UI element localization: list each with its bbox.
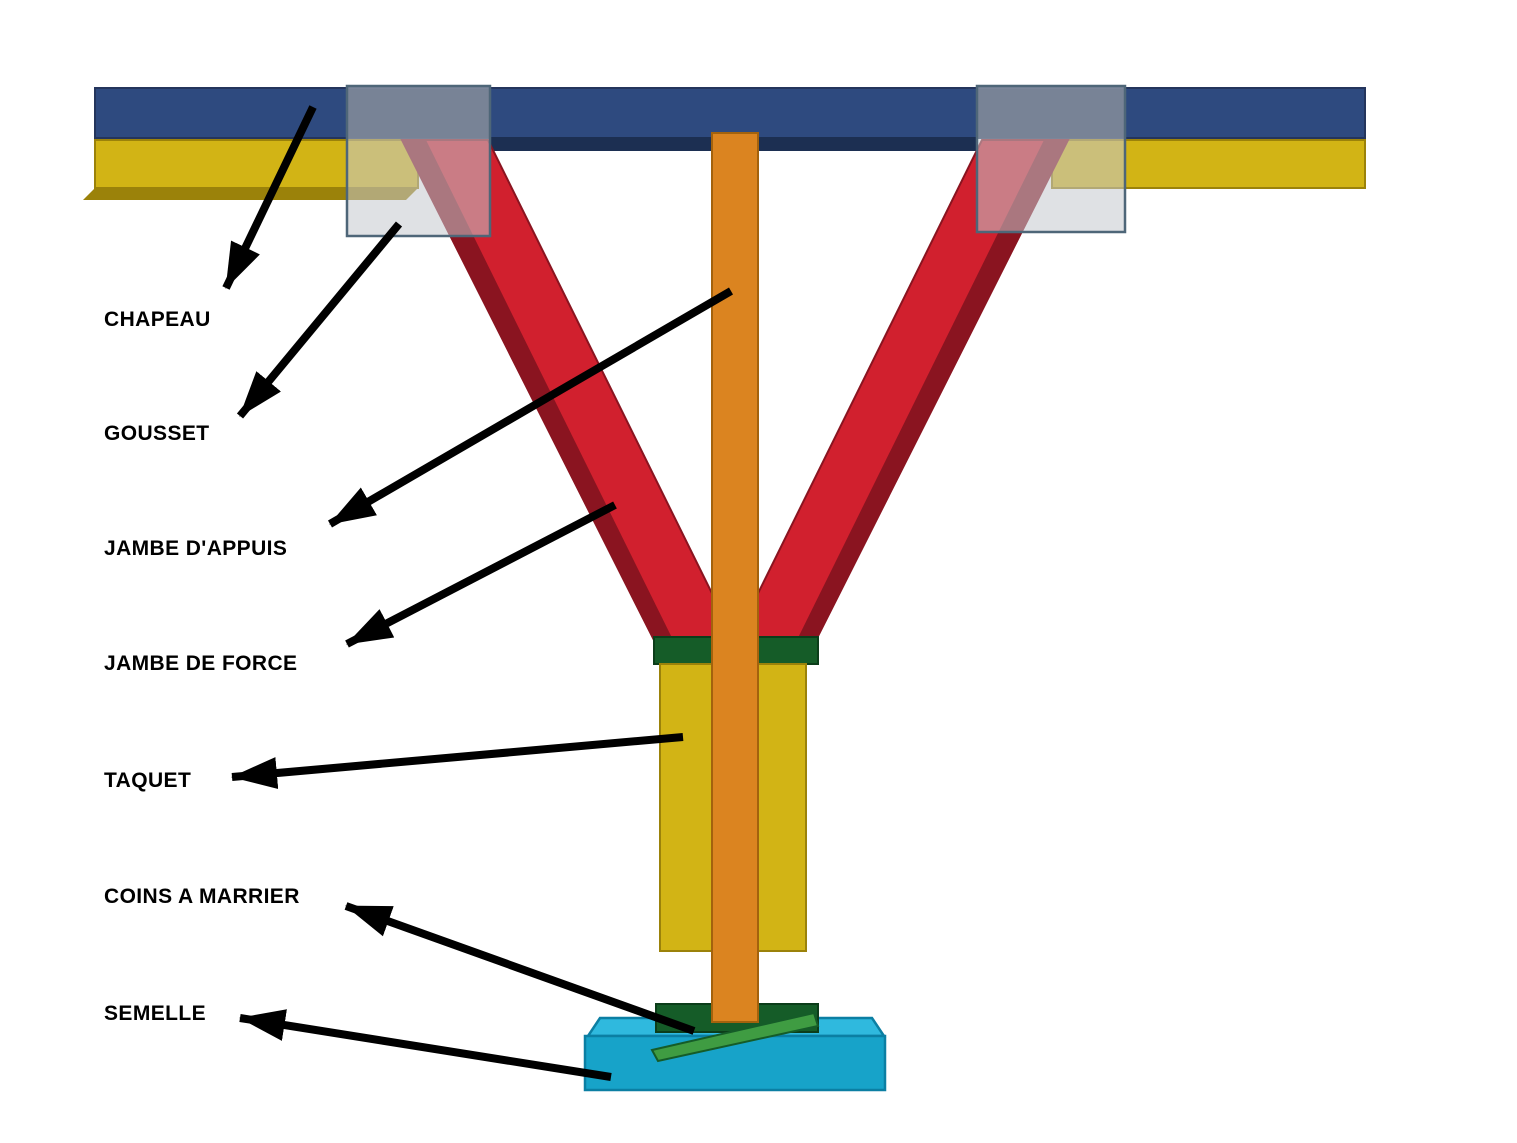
gusset-left [345,84,492,238]
label-chapeau: CHAPEAU [104,308,211,331]
label-jambe-de-force: JAMBE DE FORCE [104,652,298,675]
brace-right-side-face [792,140,1068,650]
arrow-semelle [239,1009,612,1081]
arrow-chapeau [222,105,317,290]
coins-wedge-light [650,1011,820,1063]
yellow-beam-left-bevel [83,188,418,200]
leader-arrows [222,105,734,1081]
arrow-coins-a-marrier [344,902,696,1035]
arrow-jambe-dappuis [327,287,734,528]
arrow-taquet [231,733,684,789]
label-coins-a-marrier: COINS A MARRIER [104,885,300,908]
arrow-jambe-de-force [345,501,617,648]
label-semelle: SEMELLE [104,1002,206,1025]
center-post [711,132,759,1023]
label-jambe-dappuis: JAMBE D'APPUIS [104,537,288,560]
label-taquet: TAQUET [104,769,192,792]
label-gousset: GOUSSET [104,422,210,445]
arrow-gousset [236,221,403,419]
gusset-right [975,84,1127,234]
brace-left-side-face [402,140,678,650]
